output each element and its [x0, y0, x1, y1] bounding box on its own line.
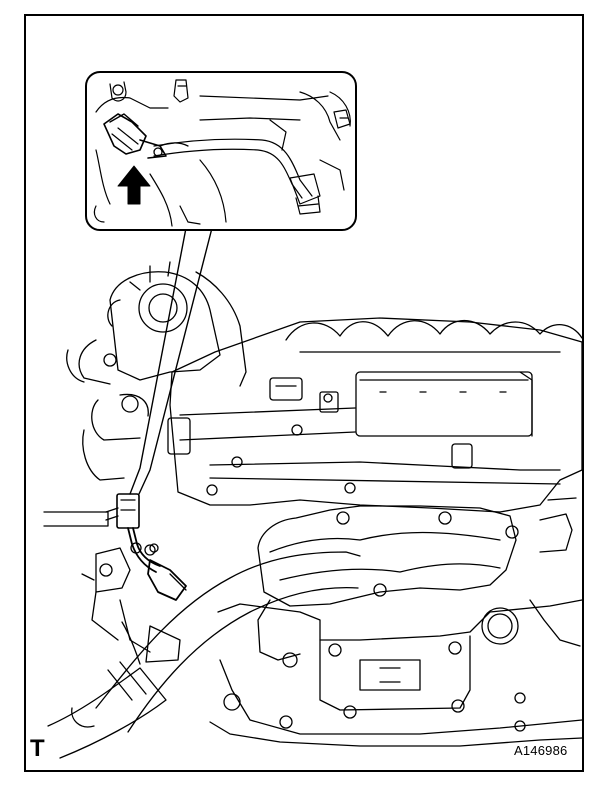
engine-block [43, 261, 583, 759]
callout-line-right [138, 227, 213, 495]
up-arrow-icon [117, 165, 151, 205]
sensor-connector [105, 493, 187, 601]
reference-code: A146986 [514, 743, 568, 758]
callout-line-left [129, 227, 187, 495]
corner-letter: T [30, 735, 45, 762]
detail-callout [85, 71, 357, 231]
